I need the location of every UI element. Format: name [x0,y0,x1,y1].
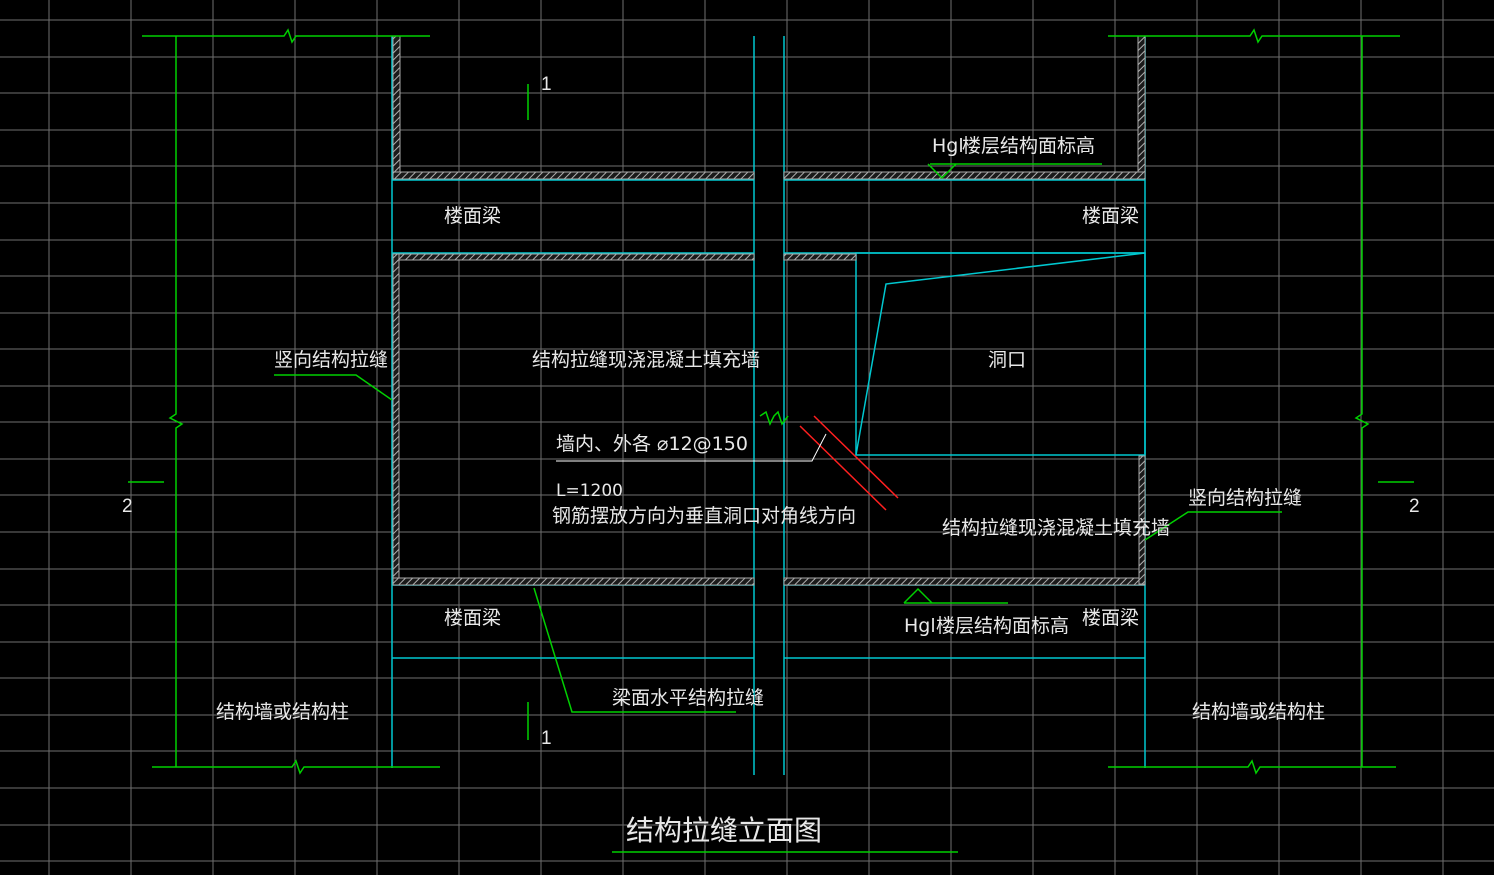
section-mark-2-right: 2 [1409,496,1420,517]
floor-beam-label-top-left: 楼面梁 [444,205,501,227]
elevation-text-bottom: 楼层结构面标高 [936,615,1069,637]
rebar-length-label: L=1200 [556,481,623,501]
floor-beam-label-bottom-left: 楼面梁 [444,607,501,629]
infill-wall-label-left: 结构拉缝现浇混凝土填充墙 [532,349,760,371]
vertical-joint-label-right: 竖向结构拉缝 [1188,487,1302,509]
elevation-text-top: 楼层结构面标高 [962,135,1095,157]
floor-beam-label-top-right: 楼面梁 [1082,205,1139,227]
hatched-joints [392,35,1146,586]
elevation-mark-bottom: Hgl [904,615,936,637]
wall-or-column-label-right: 结构墙或结构柱 [1192,701,1325,723]
opening-label: 洞口 [988,349,1026,371]
rebar-leader [556,433,827,462]
floor-beam-label-bottom-right: 楼面梁 [1082,607,1139,629]
infill-wall-label-right: 结构拉缝现浇混凝土填充墙 [942,517,1170,539]
section-mark-1-top: 1 [541,74,552,95]
wall-or-column-label-left: 结构墙或结构柱 [216,701,349,723]
diagonal-rebar [799,415,899,511]
green-lines [128,28,1414,853]
vertical-joint-label-left: 竖向结构拉缝 [274,349,388,371]
rebar-spec-label: 墙内、外各 ⌀12@150 [556,433,748,455]
elevation-mark-top: Hgl [932,135,964,157]
rebar-direction-label: 钢筋摆放方向为垂直洞口对角线方向 [552,505,856,527]
section-mark-2-left: 2 [122,496,133,517]
section-mark-1-bottom: 1 [541,728,552,749]
beam-horizontal-joint-label: 梁面水平结构拉缝 [612,687,764,709]
drawing-title: 结构拉缝立面图 [626,814,822,847]
